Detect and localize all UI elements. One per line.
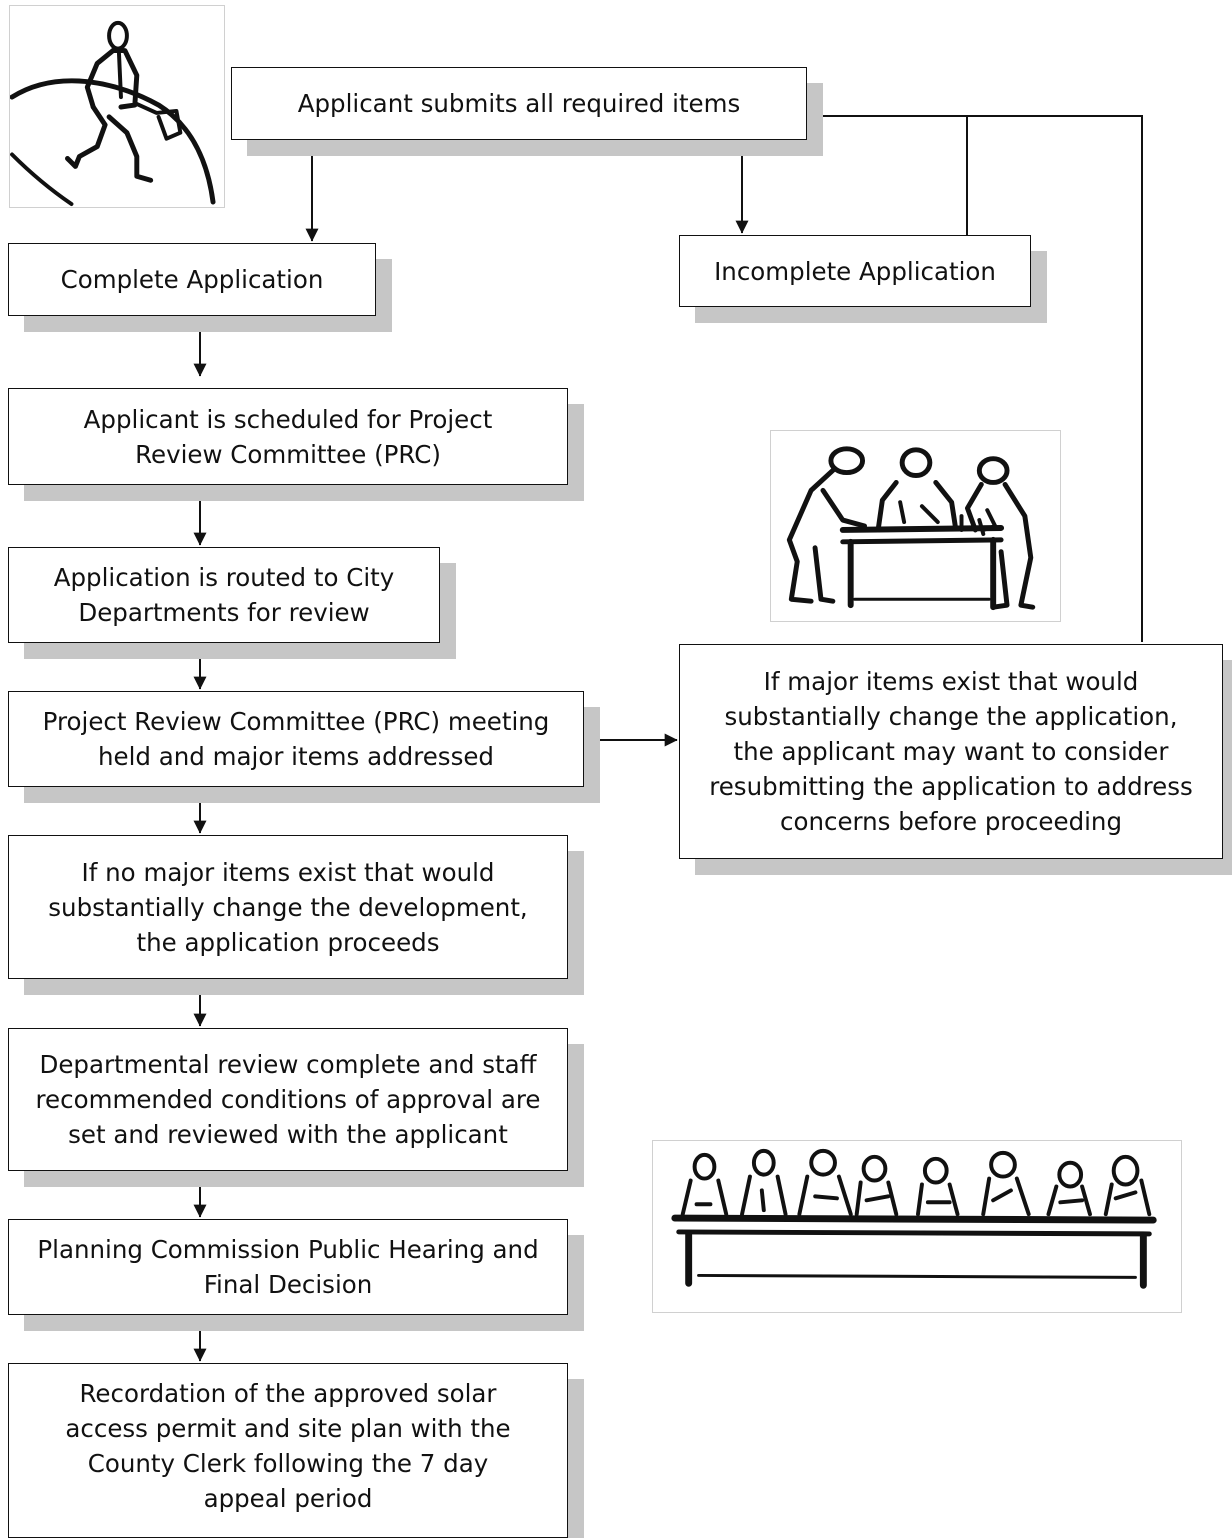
step-submit-items-text: Applicant submits all required items [297, 89, 741, 118]
step-routed-departments: Application is routed to City Department… [8, 547, 440, 643]
step-scheduled-prc: Applicant is scheduled for Project Revie… [8, 388, 568, 485]
step-submit-items: Applicant submits all required items [231, 67, 807, 140]
step-departmental-review-text: Departmental review complete and staff r… [35, 1050, 541, 1149]
step-recordation: Recordation of the approved solar access… [8, 1363, 568, 1538]
person-walking-on-globe-icon [9, 5, 225, 208]
step-routed-departments-text: Application is routed to City Department… [53, 563, 395, 627]
step-complete-application-text: Complete Application [60, 265, 324, 294]
step-consider-resubmitting: If major items exist that would substant… [679, 644, 1223, 859]
step-prc-meeting: Project Review Committee (PRC) meeting h… [8, 691, 584, 787]
step-consider-resubmitting-text: If major items exist that would substant… [709, 667, 1193, 836]
step-departmental-review: Departmental review complete and staff r… [8, 1028, 568, 1171]
arrow-resubmit-back-to-submit [967, 115, 1143, 642]
step-incomplete-application-text: Incomplete Application [714, 256, 996, 286]
step-scheduled-prc-text: Applicant is scheduled for Project Revie… [83, 404, 493, 469]
commission-panel-icon [652, 1140, 1182, 1313]
three-people-at-table-icon [770, 430, 1061, 622]
step-application-proceeds: If no major items exist that would subst… [8, 835, 568, 979]
step-incomplete-application: Incomplete Application [679, 235, 1031, 307]
step-recordation-text: Recordation of the approved solar access… [65, 1379, 511, 1513]
step-public-hearing: Planning Commission Public Hearing and F… [8, 1219, 568, 1315]
step-complete-application: Complete Application [8, 243, 376, 316]
arrow-incomplete-back-to-submit [809, 109, 968, 235]
step-prc-meeting-text: Project Review Committee (PRC) meeting h… [42, 707, 550, 771]
step-application-proceeds-text: If no major items exist that would subst… [48, 857, 528, 957]
step-public-hearing-text: Planning Commission Public Hearing and F… [37, 1235, 539, 1299]
